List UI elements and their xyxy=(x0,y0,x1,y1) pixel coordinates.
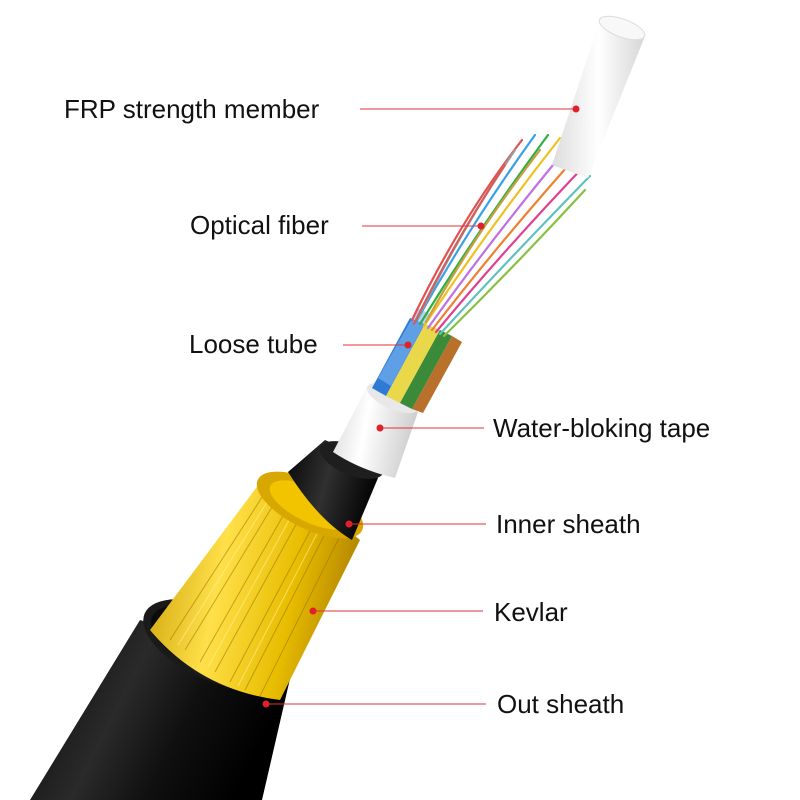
dot-loose-tube xyxy=(404,341,412,349)
label-frp-strength-member: FRP strength member xyxy=(64,94,320,124)
dot-fiber xyxy=(477,222,485,230)
loose-tubes xyxy=(372,308,462,413)
dot-out-sheath xyxy=(262,700,270,708)
label-out-sheath: Out sheath xyxy=(497,689,625,719)
label-optical-fiber: Optical fiber xyxy=(190,210,329,240)
label-inner-sheath: Inner sheath xyxy=(496,509,641,539)
label-kevlar: Kevlar xyxy=(494,597,568,627)
label-loose-tube: Loose tube xyxy=(189,329,318,359)
leader-dots xyxy=(262,105,580,708)
label-water-blocking-tape: Water-bloking tape xyxy=(493,413,711,443)
leader-lines xyxy=(266,108,576,705)
dot-water-tape xyxy=(376,424,384,432)
dot-kevlar xyxy=(309,607,317,615)
dot-frp xyxy=(572,105,580,113)
dot-inner-sheath xyxy=(345,520,353,528)
frp-rod xyxy=(552,15,646,178)
optical-fibers xyxy=(410,133,592,338)
